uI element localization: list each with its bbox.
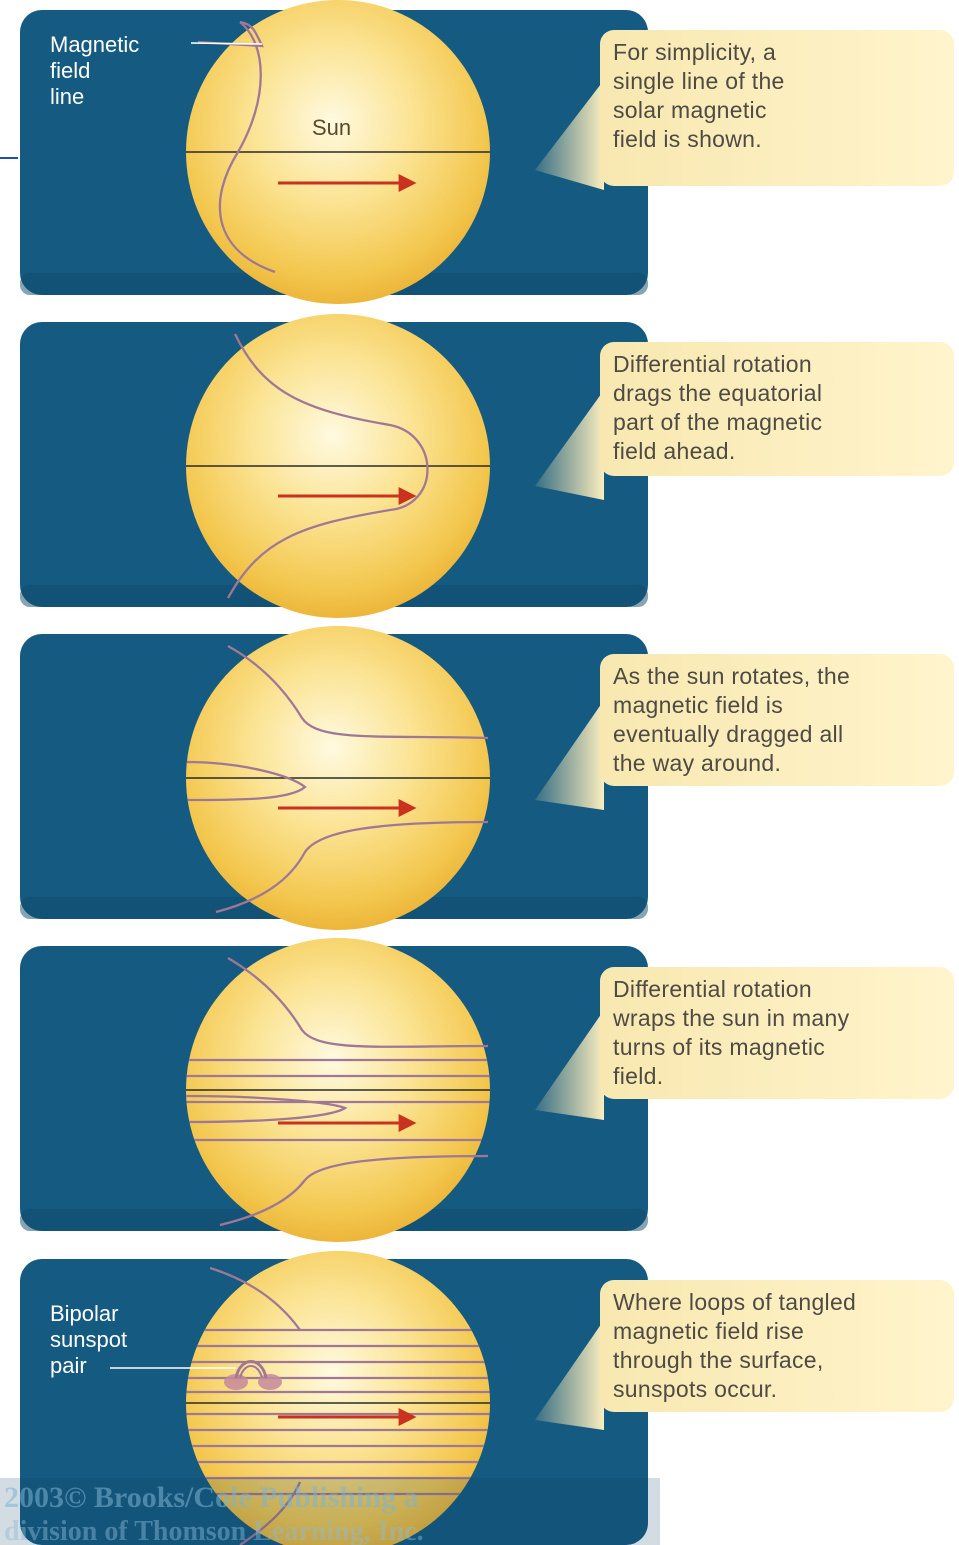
sun-label: Sun <box>312 115 351 140</box>
svg-text:2003© Brooks/Cole Publishing a: 2003© Brooks/Cole Publishing a <box>4 1481 418 1514</box>
copyright-watermark: 2003© Brooks/Cole Publishing a division … <box>0 1478 660 1545</box>
svg-text:division of Thomson Learning,: division of Thomson Learning, Inc. <box>4 1516 424 1545</box>
field-line-pointer <box>191 43 262 44</box>
